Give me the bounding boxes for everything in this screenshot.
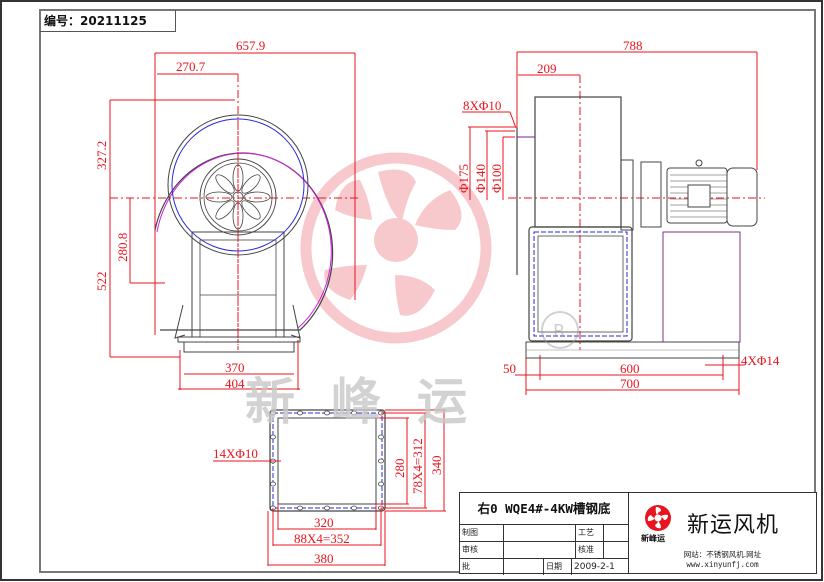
dim-base-length: 700	[620, 376, 640, 391]
dim-overall-width: 657.9	[236, 38, 265, 53]
value-date: 2009-2-1	[574, 562, 615, 572]
value-process	[604, 525, 628, 541]
side-view	[462, 51, 765, 395]
title-block-info: 右0 WQE4#-4KW槽钢底 制图 工艺 审核 核准 批 日期 2009-2-…	[460, 493, 629, 575]
dim-dia-outer: Φ175	[456, 164, 471, 193]
inner-frame	[39, 9, 816, 573]
dim-flange-outer-height: 340	[429, 456, 444, 476]
dim-base-holes: 4XΦ14	[741, 353, 780, 368]
value-batch	[504, 559, 544, 575]
company-name: 新运风机	[687, 513, 780, 538]
brand-watermark: 新峰运	[245, 373, 503, 431]
dim-flange-outer-width: 380	[314, 551, 334, 566]
dim-flange-holes: 14XΦ10	[213, 446, 258, 461]
dim-center-offset: 270.7	[176, 59, 206, 74]
dim-base-holes-span: 600	[620, 361, 640, 376]
dim-side-center-offset: 209	[537, 61, 557, 76]
value-approve	[604, 542, 628, 558]
company-block: 新峰运 新运风机 网站：不锈钢风机.网址 www.xinyunfj.com	[629, 493, 816, 573]
website-label: 网站：不锈钢风机.网址	[683, 550, 762, 559]
dim-bolt-holes: 8XΦ10	[463, 98, 501, 113]
label-batch: 批	[460, 559, 504, 575]
label-approve: 核准	[576, 542, 604, 558]
fan-logo-icon	[645, 505, 671, 531]
label-date: 日期	[544, 559, 572, 575]
outlet-flange-view	[213, 409, 446, 566]
dim-total-height: 522	[94, 272, 109, 292]
value-drafter	[504, 525, 576, 541]
dim-overall-length: 788	[623, 38, 643, 53]
label-drafter: 制图	[460, 525, 504, 541]
logo-caption: 新峰运	[641, 534, 665, 543]
dim-flange-inner-width: 320	[314, 515, 334, 530]
dim-base-outer: 404	[225, 376, 245, 391]
website-url: www.xinyunfj.com	[686, 560, 759, 569]
dim-flange-pitch-v: 78X4=312	[410, 438, 425, 494]
dim-base-offset: 50	[503, 361, 516, 376]
registered-mark-watermark: R	[541, 311, 579, 349]
dim-base-inner: 370	[225, 360, 245, 375]
label-reviewer: 审核	[460, 542, 504, 558]
front-view	[109, 52, 360, 390]
title-row: 批 日期 2009-2-1	[460, 559, 628, 575]
svg-text:R: R	[553, 321, 566, 342]
dim-top-height: 327.2	[94, 141, 109, 170]
title-row: 审核 核准	[460, 542, 628, 559]
fan-logo-watermark	[300, 152, 492, 344]
title-block: 右0 WQE4#-4KW槽钢底 制图 工艺 审核 核准 批 日期 2009-2-…	[459, 492, 817, 575]
dim-flange-inner-height: 280	[392, 459, 407, 479]
dim-flange-pitch-h: 88X4=352	[294, 531, 350, 546]
value-reviewer	[504, 542, 576, 558]
title-row: 制图 工艺	[460, 525, 628, 542]
dim-dia-inner: Φ100	[489, 164, 504, 193]
serial-number: 编号：20211125	[40, 10, 176, 32]
dim-dia-mid: Φ140	[473, 164, 488, 193]
dim-center-height: 280.8	[115, 233, 130, 262]
label-process: 工艺	[576, 525, 604, 541]
drawing-title: 右0 WQE4#-4KW槽钢底	[460, 493, 628, 525]
